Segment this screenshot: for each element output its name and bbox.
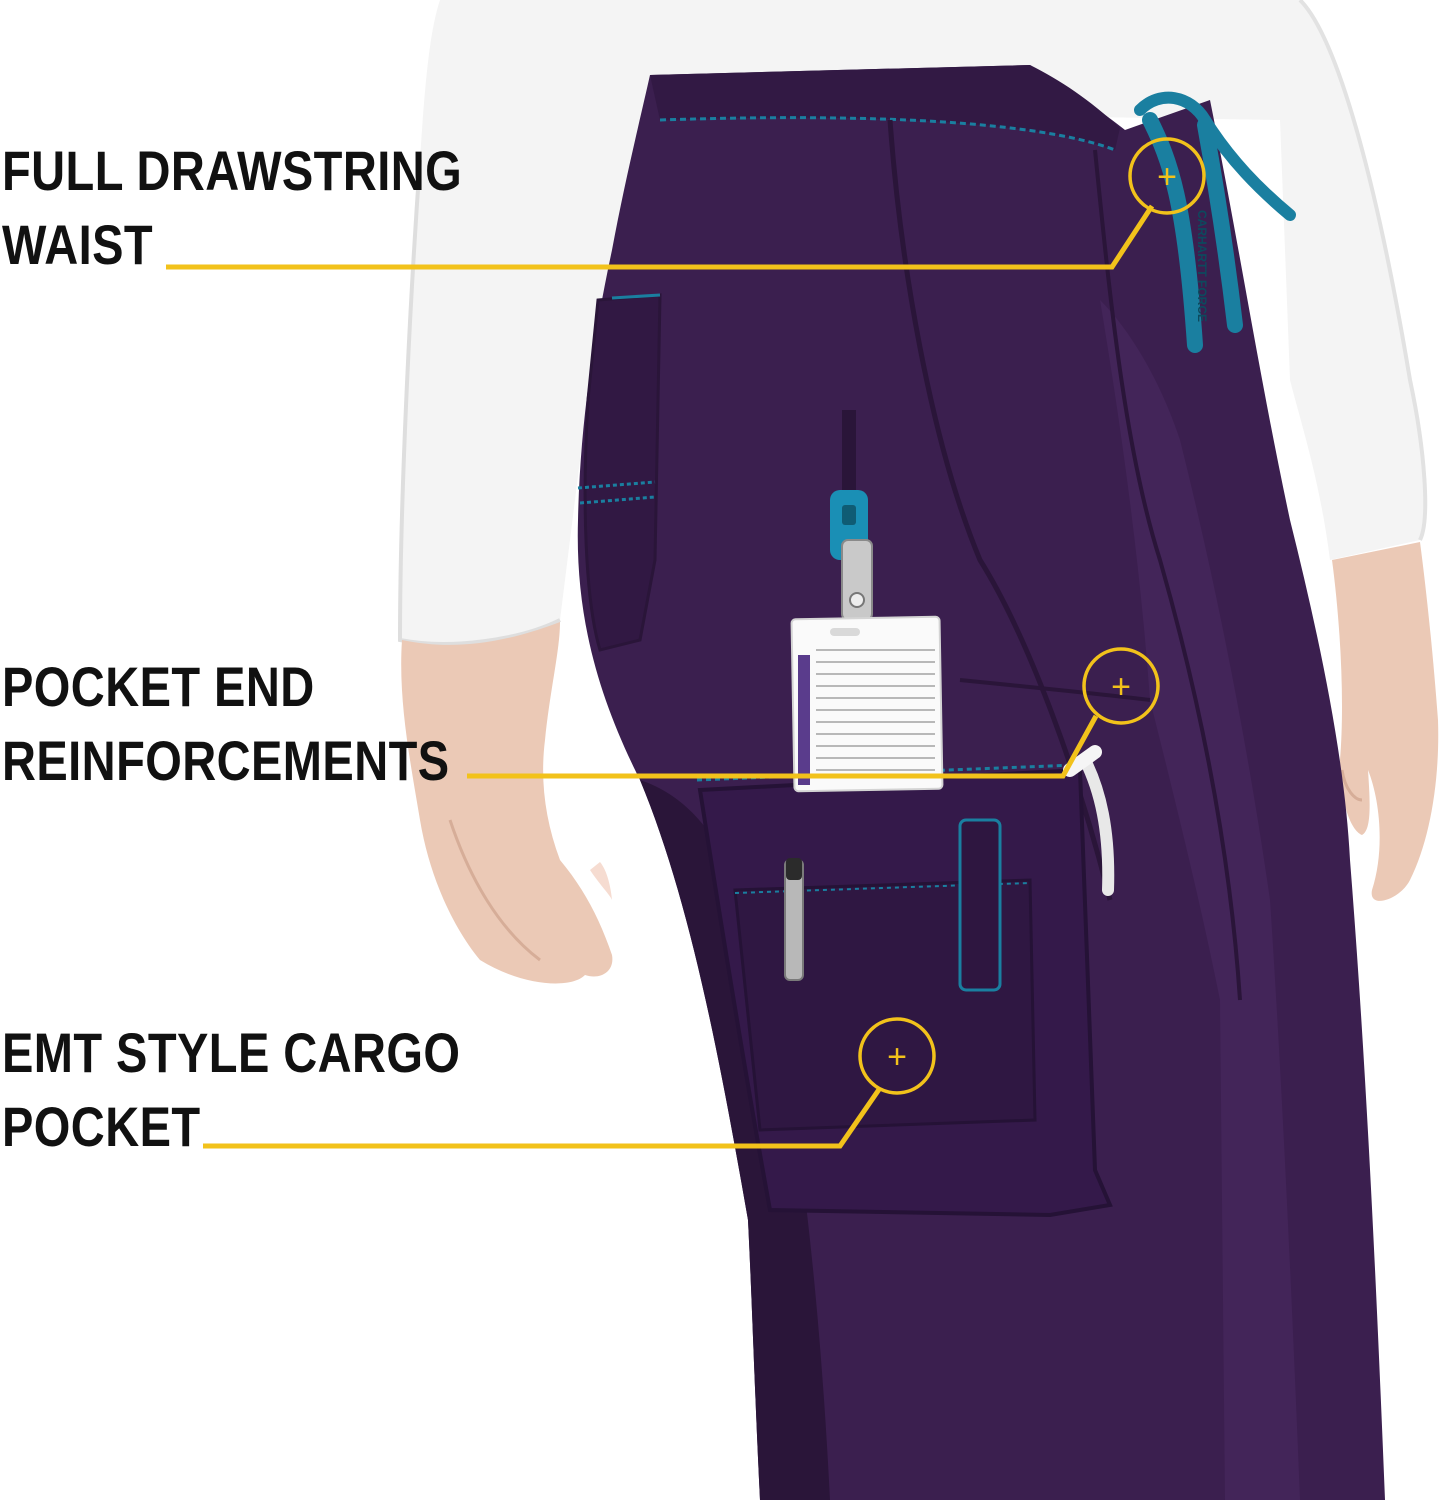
brand-tape-text: CARHARTT FORCE bbox=[1195, 210, 1209, 322]
id-card bbox=[790, 615, 944, 793]
pocket-end-reinforcements-label: POCKET END REINFORCEMENTS bbox=[2, 650, 450, 798]
callout-line-2: WAIST bbox=[2, 213, 154, 276]
emt-cargo-pocket-label: EMT STYLE CARGO POCKET bbox=[2, 1016, 460, 1164]
drawstring-marker-ring bbox=[1128, 137, 1206, 215]
plus-icon: + bbox=[1111, 668, 1131, 706]
plus-icon: + bbox=[887, 1038, 907, 1076]
callout-line-2: REINFORCEMENTS bbox=[2, 729, 450, 792]
callout-line-2: POCKET bbox=[2, 1095, 201, 1158]
cargo-callout-line bbox=[203, 1086, 883, 1149]
drawstring: CARHARTT FORCE bbox=[1134, 91, 1296, 353]
drawstring-waist-label: FULL DRAWSTRING WAIST bbox=[2, 134, 462, 282]
cargo-marker-ring bbox=[858, 1017, 936, 1095]
right-hand bbox=[1332, 542, 1439, 901]
plus-icon: + bbox=[1157, 158, 1177, 196]
badge-reel bbox=[830, 410, 873, 621]
callout-lines bbox=[166, 204, 1155, 1149]
purple-pants bbox=[577, 65, 1385, 1500]
callout-line-1: FULL DRAWSTRING bbox=[2, 139, 463, 202]
callout-line-1: POCKET END bbox=[2, 655, 315, 718]
pens bbox=[784, 745, 1115, 981]
cargo-marker[interactable]: + bbox=[858, 1017, 936, 1095]
reinforce-marker-ring bbox=[1082, 647, 1160, 725]
left-hand bbox=[401, 622, 613, 984]
drawstring-callout-line bbox=[166, 204, 1155, 270]
callout-line-1: EMT STYLE CARGO bbox=[2, 1021, 461, 1084]
reinforce-marker[interactable]: + bbox=[1082, 647, 1160, 725]
reinforce-callout-line bbox=[467, 714, 1099, 779]
drawstring-marker[interactable]: + bbox=[1128, 137, 1206, 215]
